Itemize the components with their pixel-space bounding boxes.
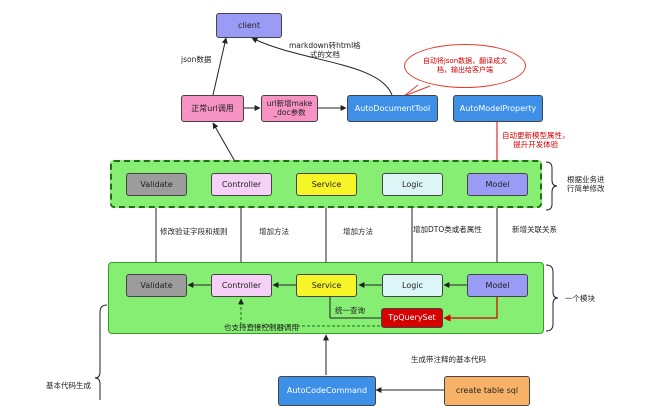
callout-bubble: 自动将json数据，翻译成文 档，输出给客户端 [404, 44, 526, 88]
callout-bubble-text: 自动将json数据，翻译成文 档，输出给客户端 [422, 56, 508, 74]
label-modify-validate: 修改验证字段和规则 [160, 227, 228, 236]
label-add-method-controller: 增加方法 [259, 227, 289, 236]
node-auto-code-command: AutoCodeCommand [278, 376, 376, 406]
node-service-lower: Service [296, 274, 357, 297]
label-markdown-doc: markdown转html格 式的文档 [289, 41, 361, 60]
label-per-business: 根据业务进 行简单修改 [567, 175, 605, 194]
label-gen-code: 生成带注释的基本代码 [411, 355, 486, 364]
brace-upper [545, 161, 558, 211]
node-auto-model-property: AutoModelProperty [453, 95, 543, 122]
label-auto-update-model: 自动更新模型属性， 提升开发体验 [502, 131, 570, 150]
node-logic-lower: Logic [382, 274, 443, 297]
edge-normal-url-to-client [212, 37, 228, 96]
node-normal-url: 正常url调用 [181, 95, 244, 122]
label-add-method-service: 增加方法 [343, 227, 373, 236]
label-unified-query: 统一查询 [335, 306, 365, 315]
node-client: client [216, 13, 282, 38]
brace-basic-code [94, 304, 108, 400]
brace-module [545, 264, 559, 332]
label-add-relation: 新增关联关系 [512, 225, 557, 234]
edge-auto-document-tool-to-client [251, 37, 393, 96]
node-controller-upper: Controller [211, 173, 272, 196]
label-basic-code-gen: 基本代码生成 [46, 381, 91, 390]
node-url-make-doc: url新增make _doc参数 [261, 95, 318, 122]
node-service-upper: Service [296, 173, 357, 196]
node-controller-lower: Controller [211, 274, 272, 297]
label-one-module: 一个模块 [565, 294, 595, 303]
node-model-upper: Model [467, 173, 528, 196]
node-create-table-sql: create table sql [444, 376, 530, 406]
node-logic-upper: Logic [382, 173, 443, 196]
node-model-lower: Model [467, 274, 528, 297]
label-direct-controller: 也支持直接控制器调用 [224, 323, 299, 332]
node-validate-lower: Validate [126, 274, 187, 297]
label-add-dto: 增加DTO类或者属性 [413, 225, 482, 234]
node-tp-query-set: TpQuerySet [381, 308, 443, 328]
node-validate-upper: Validate [126, 173, 187, 196]
label-json-data: json数据 [181, 55, 212, 64]
group-module [108, 262, 544, 334]
node-auto-document-tool: AutoDocumentTool [347, 95, 438, 122]
